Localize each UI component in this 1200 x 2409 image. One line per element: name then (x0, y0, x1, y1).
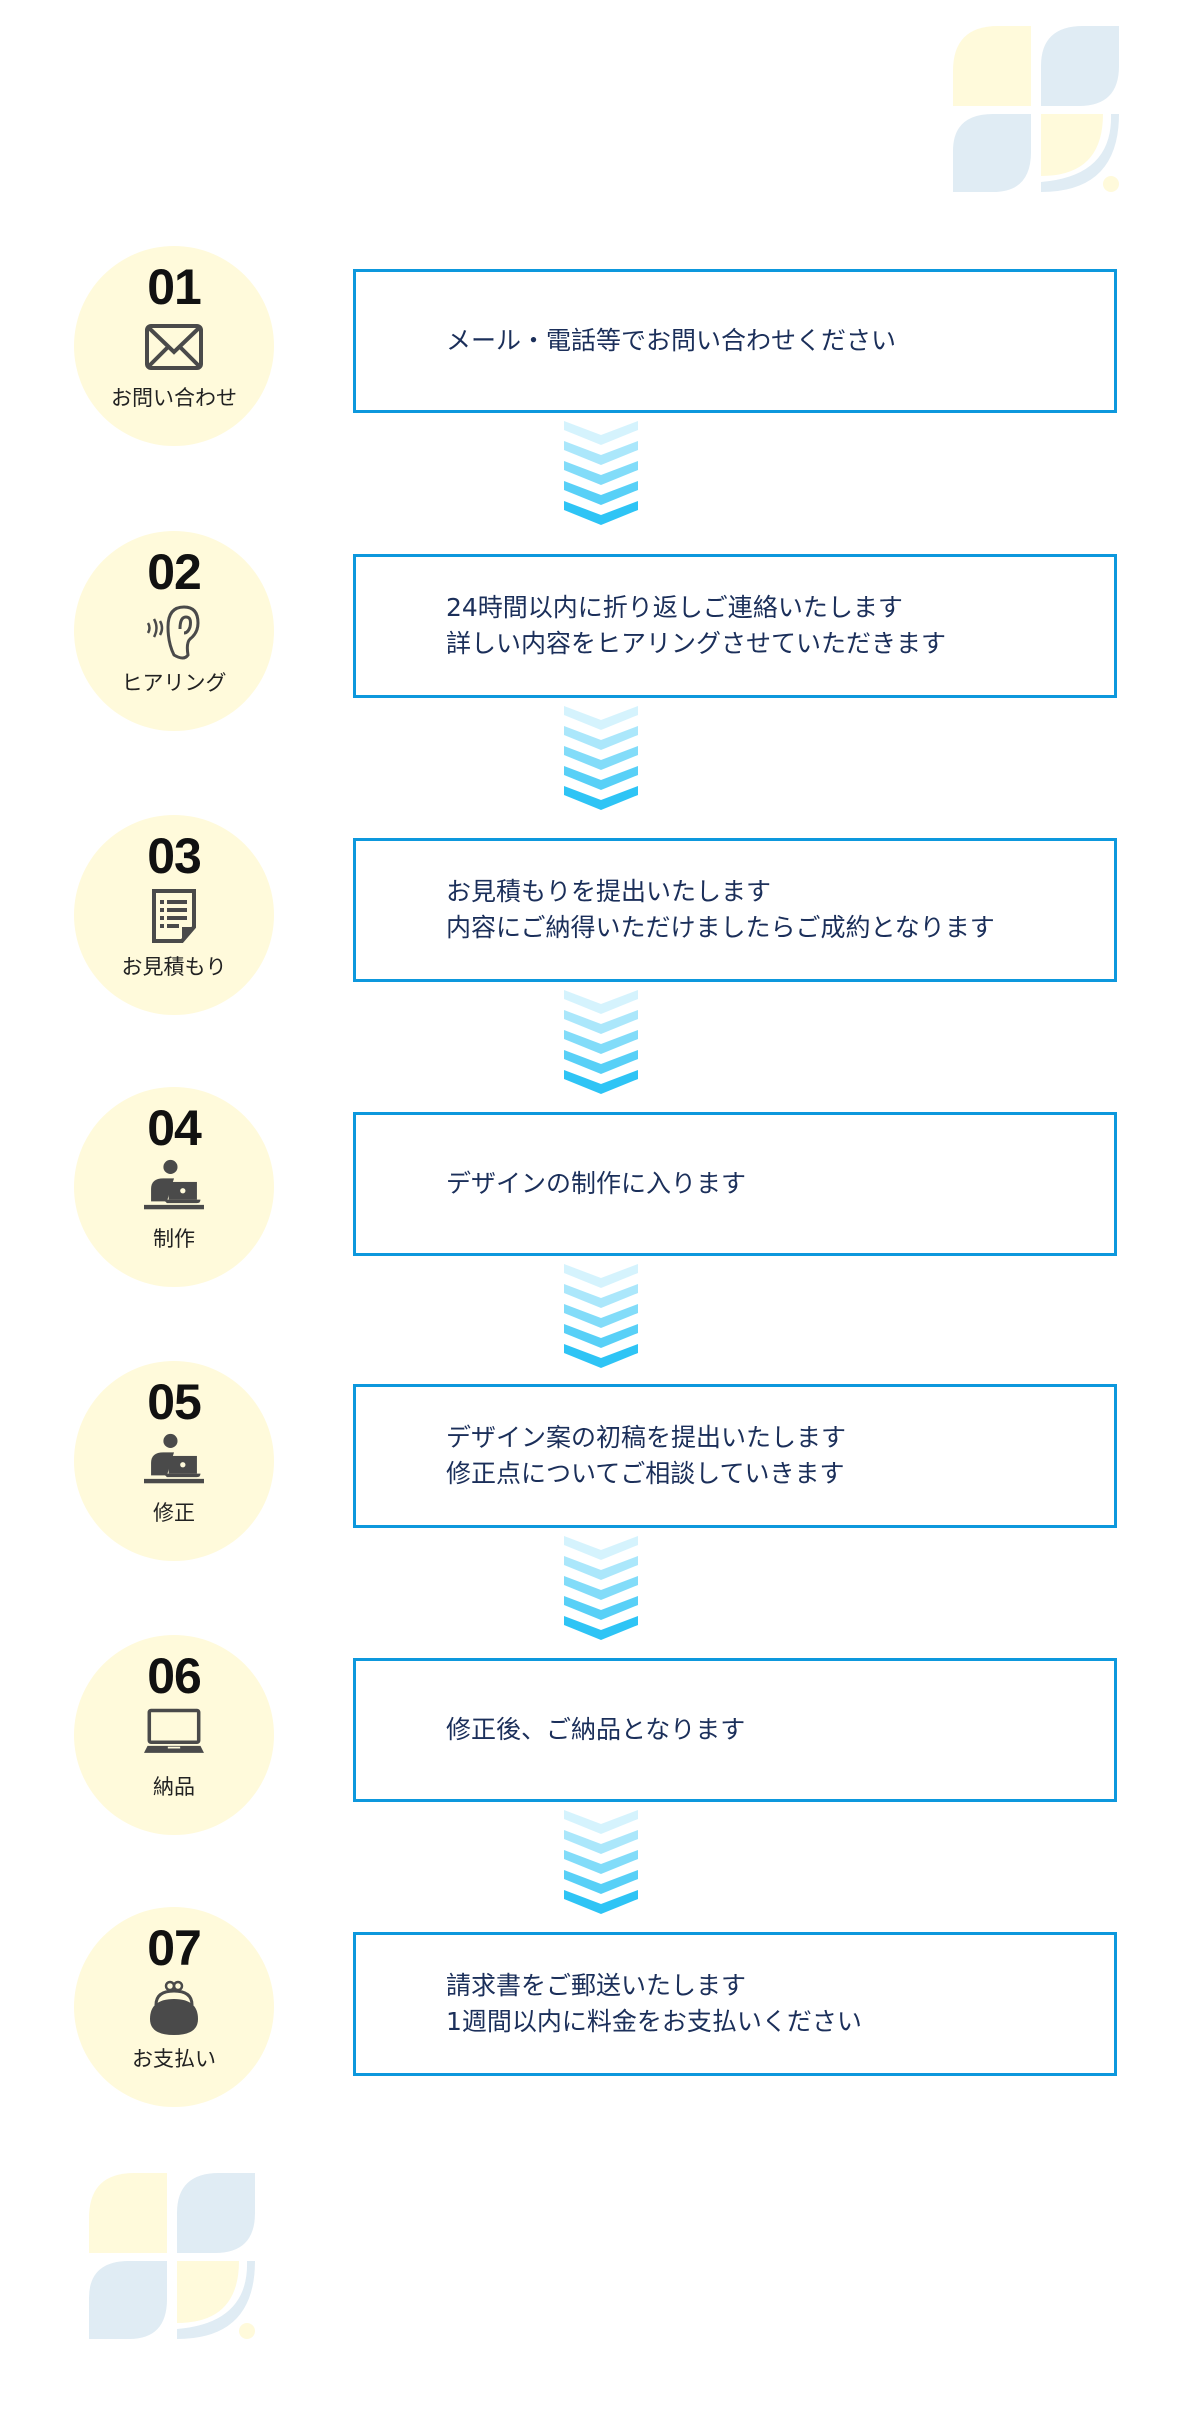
step-label: お支払い (132, 2047, 216, 2071)
step-box-03: お見積もりを提出いたします内容にご納得いただけましたらご成約となります (353, 838, 1117, 982)
step-box-04: デザインの制作に入ります (353, 1112, 1117, 1256)
step-description: 修正後、ご納品となります (446, 1712, 745, 1748)
step-label: ヒアリング (121, 671, 227, 695)
step-box-07: 請求書をご郵送いたします 1週間以内に料金をお支払いください (353, 1932, 1117, 2076)
description-line: 修正点についてご相談していきます (446, 1459, 845, 1488)
description-line: 24時間以内に折り返しご連絡いたします (446, 593, 903, 622)
step-label: 制作 (153, 1227, 195, 1251)
step-circle-04: 04 制作 (74, 1087, 274, 1287)
down-chevrons-icon (564, 1810, 638, 1914)
envelope-icon (144, 318, 204, 376)
step-circle-03: 03 お見積もり (74, 815, 274, 1015)
description-line: 修正後、ご納品となります (446, 1715, 746, 1744)
purse-icon (144, 1979, 204, 2037)
step-box-02: 24時間以内に折り返しご連絡いたします詳しい内容をヒアリングさせていただきます (353, 554, 1117, 698)
document-icon (144, 887, 204, 945)
step-circle-02: 02 ヒアリング (74, 531, 274, 731)
step-description: 請求書をご郵送いたします 1週間以内に料金をお支払いください (446, 1968, 862, 2040)
description-line: 請求書をご郵送いたします (446, 1971, 747, 2000)
description-line: 内容にご納得いただけましたらご成約となります (446, 913, 995, 942)
step-box-01: メール・電話等でお問い合わせください (353, 269, 1117, 413)
description-line: 詳しい内容をヒアリングさせていただきます (446, 629, 947, 658)
step-label: 修正 (153, 1501, 195, 1525)
step-circle-06: 06 納品 (74, 1635, 274, 1835)
step-box-06: 修正後、ご納品となります (353, 1658, 1117, 1802)
description-line: 1週間以内に料金をお支払いください (446, 2007, 862, 2036)
step-label: 納品 (153, 1775, 195, 1799)
person-laptop-icon (144, 1159, 204, 1217)
step-description: メール・電話等でお問い合わせください (446, 323, 896, 359)
description-line: デザインの制作に入ります (446, 1169, 747, 1198)
down-chevrons-icon (564, 706, 638, 810)
step-number: 07 (147, 1920, 202, 1976)
down-chevrons-icon (564, 421, 638, 525)
down-chevrons-icon (564, 1264, 638, 1368)
step-number: 05 (147, 1374, 202, 1430)
down-chevrons-icon (564, 1536, 638, 1640)
step-description: 24時間以内に折り返しご連絡いたします詳しい内容をヒアリングさせていただきます (446, 590, 946, 662)
description-line: お見積もりを提出いたします (446, 877, 772, 906)
step-number: 02 (147, 544, 202, 600)
ear-icon (144, 603, 204, 661)
step-label: お問い合わせ (111, 386, 237, 410)
step-circle-05: 05 修正 (74, 1361, 274, 1561)
step-number: 01 (147, 259, 202, 315)
description-line: デザイン案の初稿を提出いたします (446, 1423, 847, 1452)
step-circle-01: 01 お問い合わせ (74, 246, 274, 446)
step-description: デザイン案の初稿を提出いたします修正点についてご相談していきます (446, 1420, 846, 1492)
step-description: デザインの制作に入ります (446, 1166, 746, 1202)
step-number: 03 (147, 828, 202, 884)
step-description: お見積もりを提出いたします内容にご納得いただけましたらご成約となります (446, 874, 995, 946)
down-chevrons-icon (564, 990, 638, 1094)
step-number: 06 (147, 1648, 202, 1704)
person-laptop-icon (144, 1433, 204, 1491)
logo-top (953, 26, 1119, 192)
description-line: メール・電話等でお問い合わせください (446, 326, 897, 355)
step-number: 04 (147, 1100, 202, 1156)
step-label: お見積もり (121, 955, 227, 979)
step-box-05: デザイン案の初稿を提出いたします修正点についてご相談していきます (353, 1384, 1117, 1528)
laptop-icon (144, 1707, 204, 1765)
step-circle-07: 07 お支払い (74, 1907, 274, 2107)
logo-bottom (89, 2173, 255, 2339)
